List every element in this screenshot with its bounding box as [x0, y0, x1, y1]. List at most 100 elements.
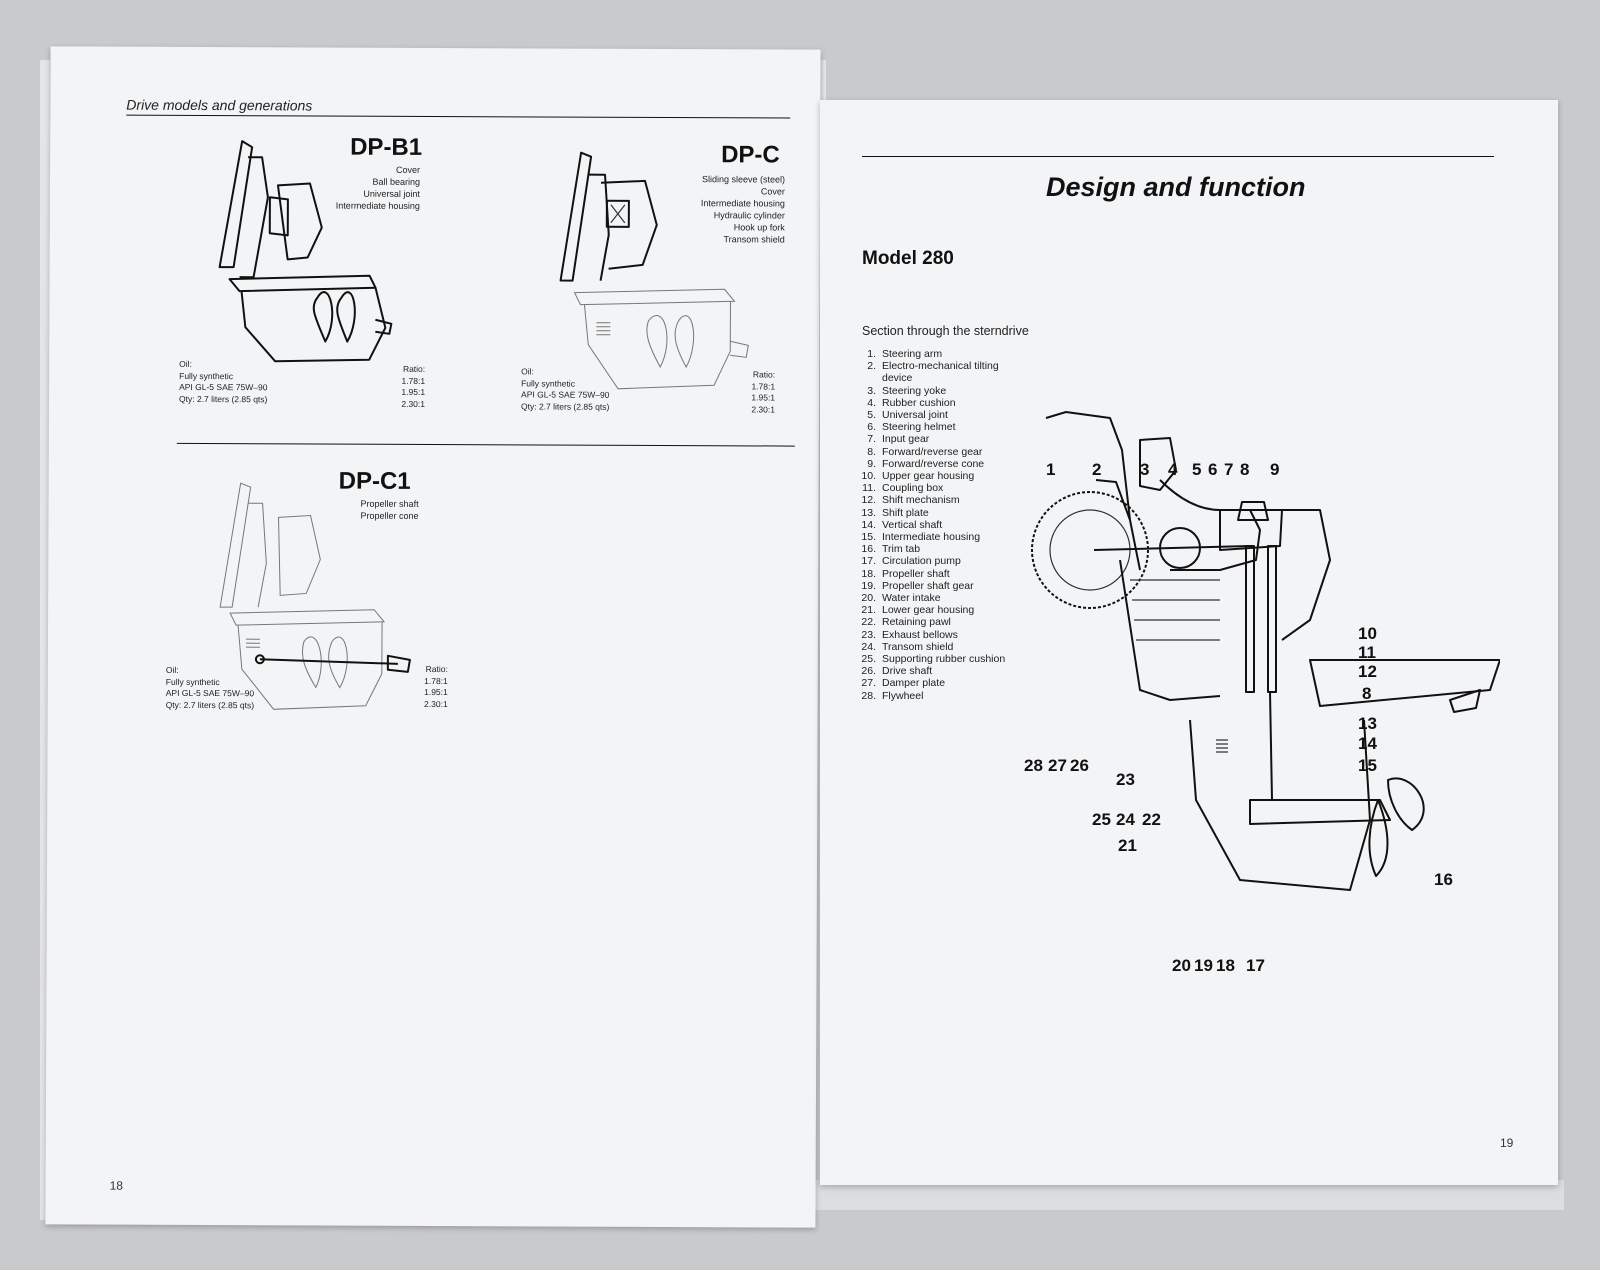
callout-label: 4 [1168, 460, 1178, 479]
dp-c1-parts: Propeller shaft Propeller cone [309, 497, 419, 521]
callout-label: 11 [1358, 643, 1376, 662]
running-header: Drive models and generations [126, 96, 313, 114]
oil-line: Qty: 2.7 liters (2.85 qts) [165, 699, 255, 710]
ratio-value: 1.95:1 [751, 392, 776, 403]
part-label: Cover [760, 186, 785, 197]
ratio-value: 2.30:1 [401, 398, 426, 409]
oil-line: Oil: [521, 366, 534, 377]
dp-c-ratios: Ratio: 1.78:1 1.95:1 2.30:1 [719, 369, 775, 415]
legend-item: 18.Propeller shaft [861, 567, 950, 580]
ratio-value: 1.95:1 [401, 386, 426, 397]
oil-line: Qty: 2.7 liters (2.85 qts) [520, 400, 610, 412]
legend-item: 4.Rubber cushion [867, 396, 956, 409]
legend-item: 8.Forward/reverse gear [867, 445, 983, 458]
oil-line: API GL-5 SAE 75W–90 [165, 687, 255, 699]
sterndrive-drawing [1031, 411, 1500, 891]
dp-c1-drawing [219, 482, 411, 710]
callout-label: 7 [1224, 460, 1234, 479]
dp-c1-title: DP-C1 [338, 467, 411, 495]
dp-b1-drawing [218, 140, 393, 363]
dp-c-drawing [559, 151, 749, 390]
dp-c1-ratios: Ratio: 1.78:1 1.95:1 2.30:1 [392, 664, 448, 710]
part-label: Ball bearing [372, 176, 421, 187]
mid-rule [176, 442, 795, 447]
callout-label: 10 [1358, 624, 1377, 643]
left-page: Drive models and generations DP-B1 Cover… [45, 46, 821, 1228]
ratio-value: 2.30:1 [751, 403, 776, 414]
ratio-label: Ratio: [425, 663, 448, 675]
legend-item: 9.Forward/reverse cone [867, 457, 985, 470]
part-label: Propeller shaft [360, 498, 419, 509]
legend-item: 25.Supporting rubber cushion [861, 653, 1006, 666]
legend-item: 16.Trim tab [861, 543, 921, 556]
part-label: Propeller cone [360, 510, 419, 521]
oil-line: Fully synthetic [165, 676, 220, 687]
ratio-value: 1.78:1 [751, 380, 776, 391]
legend-item: 28.Flywheel [861, 689, 924, 702]
callout-label: 28 [1024, 756, 1043, 775]
part-label: Hook up fork [733, 222, 785, 233]
header-rule [126, 114, 791, 119]
ratio-value: 1.78:1 [401, 375, 426, 386]
dp-c-oil-spec: Oil: Fully synthetic API GL-5 SAE 75W–90… [521, 366, 610, 412]
legend-item: 24.Transom shield [861, 640, 954, 653]
subsection-title: Model 280 [862, 248, 954, 269]
legend-item: 13.Shift plate [861, 506, 929, 519]
part-label: Hydraulic cylinder [713, 210, 785, 221]
part-label: Intermediate housing [700, 198, 785, 209]
legend-item: 17.Circulation pump [861, 555, 961, 568]
callout-label: 26 [1070, 756, 1089, 775]
legend-item: 26.Drive shaft [861, 665, 933, 678]
legend-item: 5.Universal joint [867, 409, 948, 422]
oil-line: Qty: 2.7 liters (2.85 qts) [179, 393, 268, 404]
ratio-value: 1.95:1 [424, 686, 448, 698]
ratio-value: 1.78:1 [424, 675, 448, 686]
oil-line: Fully synthetic [179, 370, 234, 381]
legend-item: 12.Shift mechanism [861, 494, 960, 507]
dp-b1-title: DP-B1 [350, 133, 423, 161]
model-dp-c1: DP-C1 Propeller shaft Propeller cone [198, 457, 439, 738]
callout-label: 18 [1216, 956, 1235, 975]
part-label: Intermediate housing [335, 200, 420, 211]
part-label: Sliding sleeve (steel) [701, 174, 786, 185]
callout-label: 8 [1240, 460, 1250, 479]
legend-item: 2.Electro-mechanical tilting device [867, 360, 999, 385]
callout-label: 8 [1362, 684, 1372, 703]
legend-item: 6.Steering helmet [867, 421, 956, 434]
callout-label: 12 [1358, 662, 1377, 681]
callout-label: 1 [1046, 460, 1056, 479]
legend-item: 27.Damper plate [861, 677, 946, 690]
left-page-edge [40, 60, 50, 1220]
model-dp-c: DP-C Sliding sleeve (steel) Cover Interm… [544, 134, 785, 425]
sterndrive-section-figure: 1 2 3 4 5 6 7 8 9 10 11 12 8 13 14 15 16… [1020, 360, 1500, 975]
part-label: Universal joint [363, 188, 420, 199]
callout-label: 20 [1172, 956, 1191, 975]
parts-legend: 1.Steering arm 2.Electro-mechanical tilt… [856, 348, 1012, 702]
part-label: Cover [396, 164, 421, 175]
legend-item: 7.Input gear [867, 433, 930, 446]
callout-label: 22 [1142, 810, 1161, 829]
legend-item: 1.Steering arm [867, 348, 943, 360]
legend-item: 11.Coupling box [862, 482, 944, 495]
right-page-base [814, 1180, 1564, 1210]
ratio-label: Ratio: [402, 363, 426, 374]
callout-label: 14 [1358, 734, 1377, 753]
legend-item: 14.Vertical shaft [861, 518, 943, 531]
ratio-label: Ratio: [752, 369, 776, 380]
section-title: Design and function [1046, 172, 1306, 202]
oil-line: API GL-5 SAE 75W–90 [179, 381, 268, 393]
oil-line: API GL-5 SAE 75W–90 [521, 389, 610, 400]
dp-c1-oil-spec: Oil: Fully synthetic API GL-5 SAE 75W–90… [166, 665, 255, 711]
right-page: Design and function Model 280 Section th… [820, 100, 1558, 1185]
oil-line: Oil: [179, 358, 192, 369]
dp-c-parts: Sliding sleeve (steel) Cover Intermediat… [655, 173, 785, 246]
dp-c-title: DP-C [721, 141, 780, 169]
callout-label: 19 [1194, 956, 1213, 975]
ratio-value: 2.30:1 [424, 698, 448, 709]
callout-label: 17 [1246, 956, 1265, 975]
callout-label: 13 [1358, 714, 1377, 733]
figure-caption: Section through the sterndrive [862, 324, 1029, 338]
dp-b1-oil-spec: Oil: Fully synthetic API GL-5 SAE 75W–90… [179, 359, 268, 405]
callout-label: 27 [1048, 756, 1067, 775]
part-label: Transom shield [723, 234, 785, 245]
